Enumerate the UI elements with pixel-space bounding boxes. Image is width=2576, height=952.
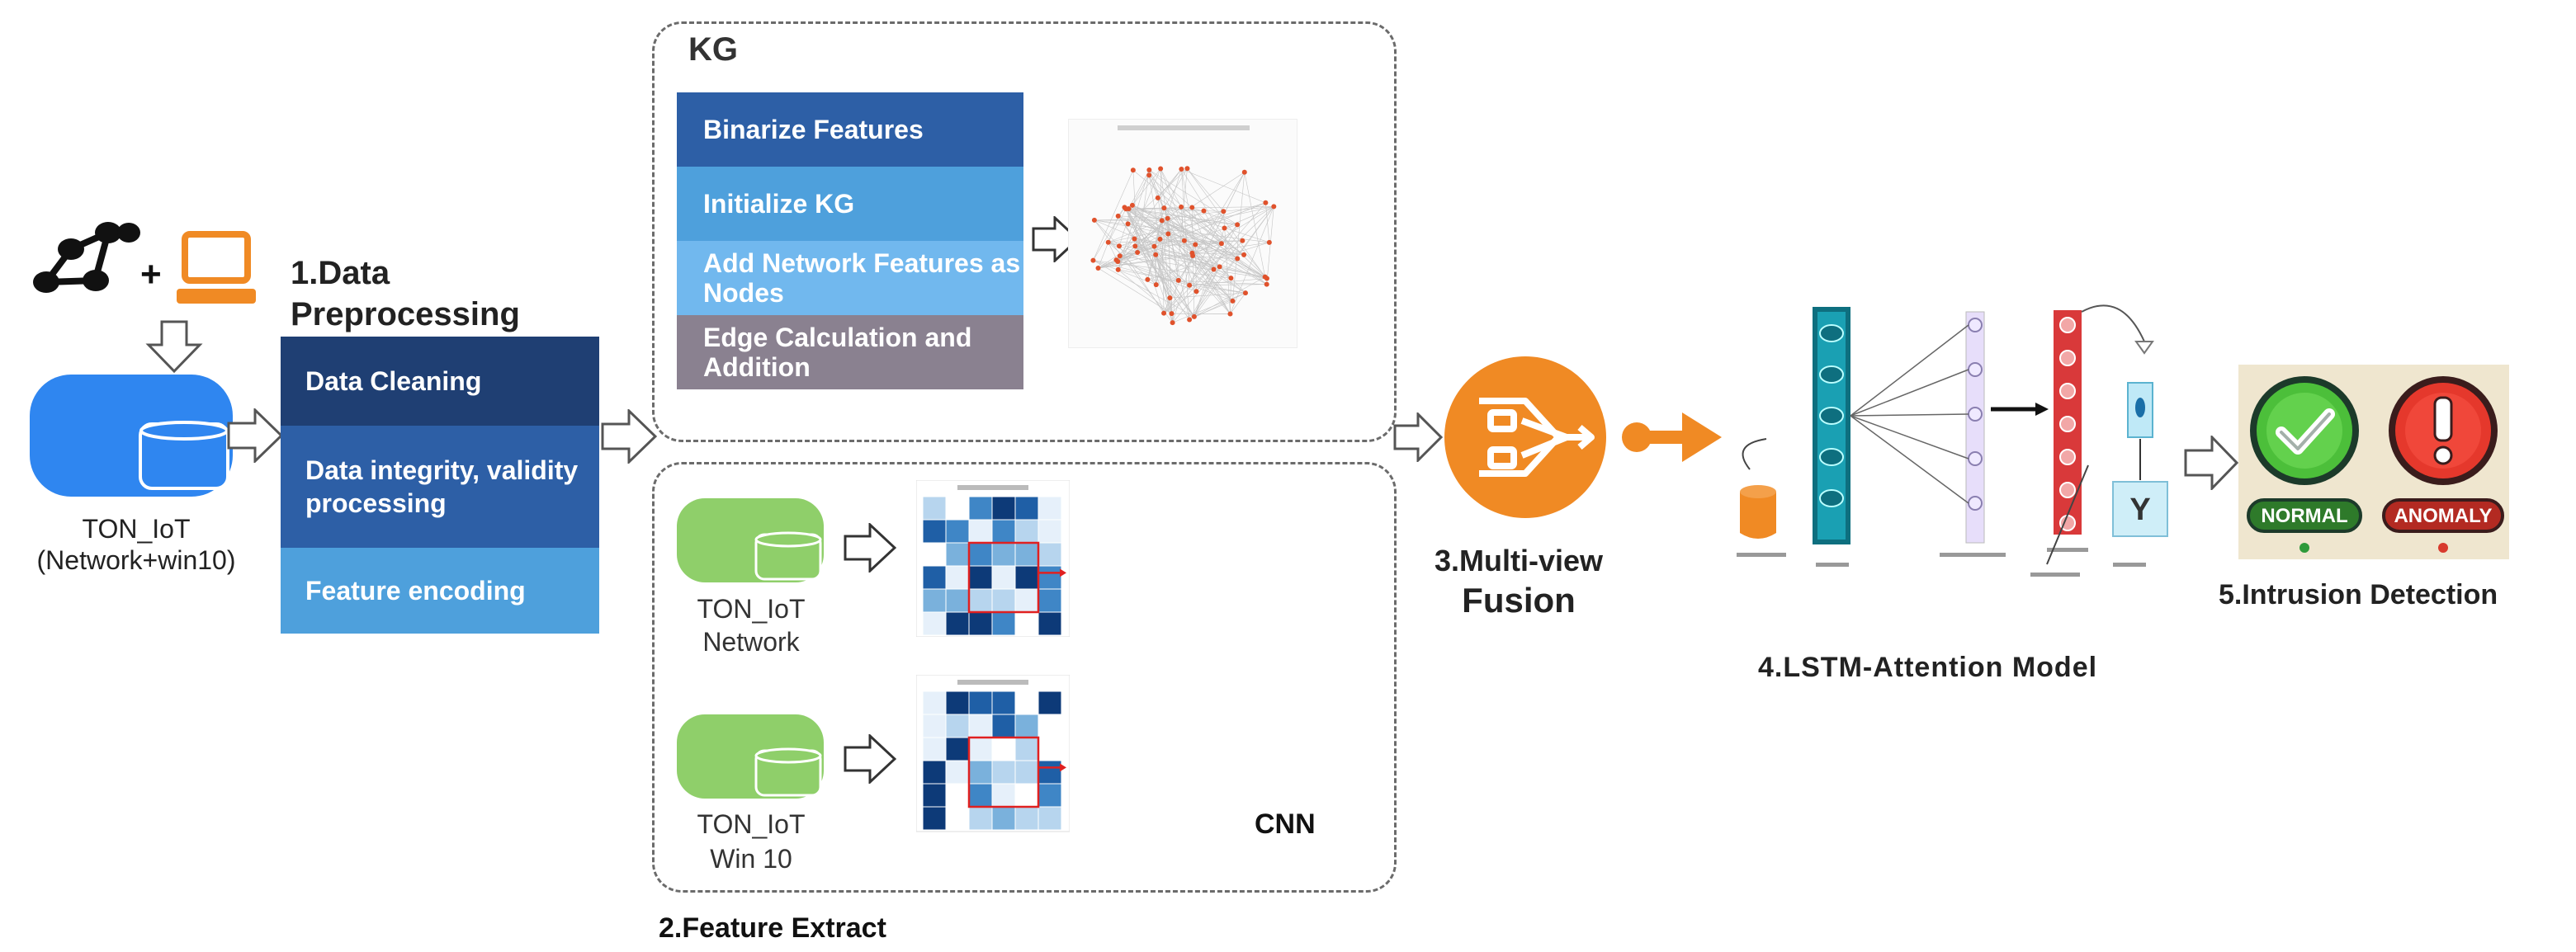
dataset-icon <box>675 713 825 800</box>
graph-icon <box>30 216 145 299</box>
lstm-label: 4.LSTM-Attention Model <box>1758 652 2098 683</box>
preprocessing-step-encoding: Feature encoding <box>281 548 599 634</box>
kg-step-label: Initialize KG <box>703 189 855 219</box>
kg-steps: Binarize Features Initialize KG Add Netw… <box>677 92 1023 389</box>
preprocessing-step-label: Feature encoding <box>305 576 526 606</box>
preprocessing-step-label: Data integrity, validity processing <box>305 455 579 518</box>
kg-step-label: Binarize Features <box>703 115 924 144</box>
kg-step-edges: Edge Calculation and Addition <box>677 315 1023 389</box>
plus-sign: + <box>140 254 162 295</box>
kg-step-initialize: Initialize KG <box>677 167 1023 241</box>
right-arrow-icon <box>1393 411 1444 464</box>
convolution-layer-image <box>915 479 1071 638</box>
fusion-icon <box>1443 355 1723 520</box>
right-arrow-icon <box>844 521 897 574</box>
dataset-icon <box>675 497 825 584</box>
source-caption: TON_IoT (Network+win10) <box>0 513 272 576</box>
database-icon <box>28 373 234 498</box>
dataset-caption-line2: Win 10 <box>710 844 792 874</box>
down-arrow-icon <box>145 320 203 374</box>
dataset-caption: TON_IoT Network <box>660 592 842 658</box>
lstm-output-symbol: Y <box>2129 492 2150 527</box>
preprocessing-steps: Data Cleaning Data integrity, validity p… <box>281 337 599 634</box>
preprocessing-title: 1.Data Preprocessing <box>291 252 520 335</box>
computer-icon <box>175 231 258 309</box>
dataset-caption-line1: TON_IoT <box>697 594 806 624</box>
preprocessing-title-line1: 1.Data <box>291 255 390 291</box>
dataset-caption-line2: Network <box>702 627 800 657</box>
preprocessing-step-integrity: Data integrity, validity processing <box>281 426 599 548</box>
cnn-panel <box>652 462 1397 893</box>
preprocessing-title-line2: Preprocessing <box>291 296 520 332</box>
cnn-title: CNN <box>1255 808 1316 840</box>
right-arrow-icon <box>1032 214 1080 264</box>
fusion-label-line1: 3.Multi-view <box>1434 544 1604 577</box>
fusion-label: 3.Multi-view Fusion <box>1411 543 1626 622</box>
source-caption-line2: (Network+win10) <box>36 545 236 575</box>
source-caption-line1: TON_IoT <box>82 514 191 544</box>
preprocessing-step-cleaning: Data Cleaning <box>281 337 599 426</box>
kg-step-label: Add Network Features as Nodes <box>703 248 1021 308</box>
kg-panel <box>652 21 1397 442</box>
kg-title: KG <box>688 31 738 68</box>
convolution-layer-image <box>915 674 1071 837</box>
right-arrow-icon <box>601 408 658 465</box>
right-arrow-icon <box>844 733 897 785</box>
right-arrow-icon <box>227 407 284 464</box>
dataset-caption-line1: TON_IoT <box>697 809 806 839</box>
detection-label: 5.Intrusion Detection <box>2219 579 2498 610</box>
knowledge-graph-image <box>1067 118 1298 349</box>
normal-badge-text: NORMAL <box>2261 505 2347 527</box>
kg-step-label: Edge Calculation and Addition <box>703 323 972 382</box>
preprocessing-step-label: Data Cleaning <box>305 366 482 396</box>
kg-step-binarize: Binarize Features <box>677 92 1023 167</box>
dataset-caption: TON_IoT Win 10 <box>660 807 842 876</box>
kg-step-add-nodes: Add Network Features as Nodes <box>677 241 1023 315</box>
fusion-label-line2: Fusion <box>1462 581 1576 620</box>
anomaly-badge-text: ANOMALY <box>2394 505 2492 527</box>
feature-extract-label: 2.Feature Extract <box>659 912 886 944</box>
lstm-attention-diagram: Y <box>1733 300 2171 584</box>
detection-panel: NORMAL ANOMALY <box>2238 365 2509 559</box>
right-arrow-icon <box>2184 434 2239 492</box>
